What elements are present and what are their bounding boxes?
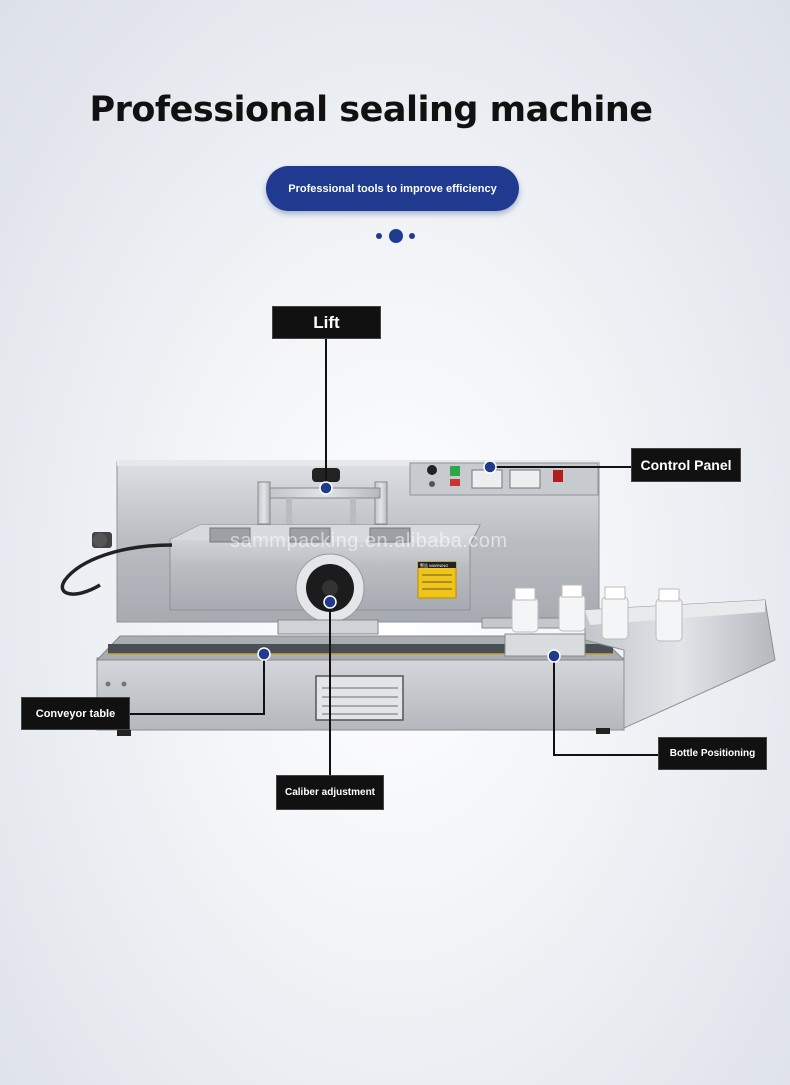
bottle-marker	[547, 649, 561, 663]
machine-foot	[596, 728, 610, 734]
pager-dot	[409, 233, 415, 239]
machine-foot	[117, 730, 131, 736]
control-knob	[427, 465, 437, 475]
lift-rod-right	[350, 498, 356, 528]
machine-top-edge	[117, 460, 599, 466]
watermark: sammpacking.en.alibaba.com	[230, 530, 508, 552]
callout-conveyor-table: Conveyor table	[21, 697, 130, 730]
warning-sticker-text: 警告 WARNING	[420, 562, 448, 568]
power-cable	[60, 543, 173, 596]
pager-dot	[376, 233, 382, 239]
conveyor-marker	[257, 647, 271, 661]
power-switch	[553, 470, 563, 482]
callout-lift: Lift	[272, 306, 381, 339]
pager-dots	[374, 228, 418, 244]
bottle-guide-bracket	[504, 633, 586, 657]
callout-control-panel: Control Panel	[631, 448, 741, 482]
control-panel-plate	[409, 462, 599, 496]
lift-post-left	[257, 481, 271, 525]
fan-vent-2	[289, 527, 331, 543]
control-knob-small	[429, 481, 435, 487]
red-indicator	[450, 479, 460, 486]
bottles	[511, 584, 683, 642]
pager-dot-active	[389, 229, 403, 243]
lift-marker	[319, 481, 333, 495]
fan-vent-1	[209, 527, 251, 543]
subtitle-pill: Professional tools to improve efficiency	[266, 166, 519, 211]
green-button	[450, 466, 460, 476]
control-panel-marker	[483, 460, 497, 474]
page-title: Professional sealing machine	[89, 90, 653, 130]
sealing-block	[277, 619, 379, 635]
conveyor-callout-line	[130, 654, 265, 715]
subtitle-text: Professional tools to improve efficiency	[288, 182, 497, 195]
callout-bottle-positioning: Bottle Positioning	[658, 737, 767, 770]
conveyor-belt	[108, 644, 613, 654]
caliber-marker	[323, 595, 337, 609]
bottle-callout-line	[553, 656, 658, 756]
callout-caliber-adjustment: Caliber adjustment	[276, 775, 384, 810]
lift-rod-left	[286, 498, 292, 528]
fan-vent-3	[369, 527, 411, 543]
display-right	[509, 469, 541, 489]
